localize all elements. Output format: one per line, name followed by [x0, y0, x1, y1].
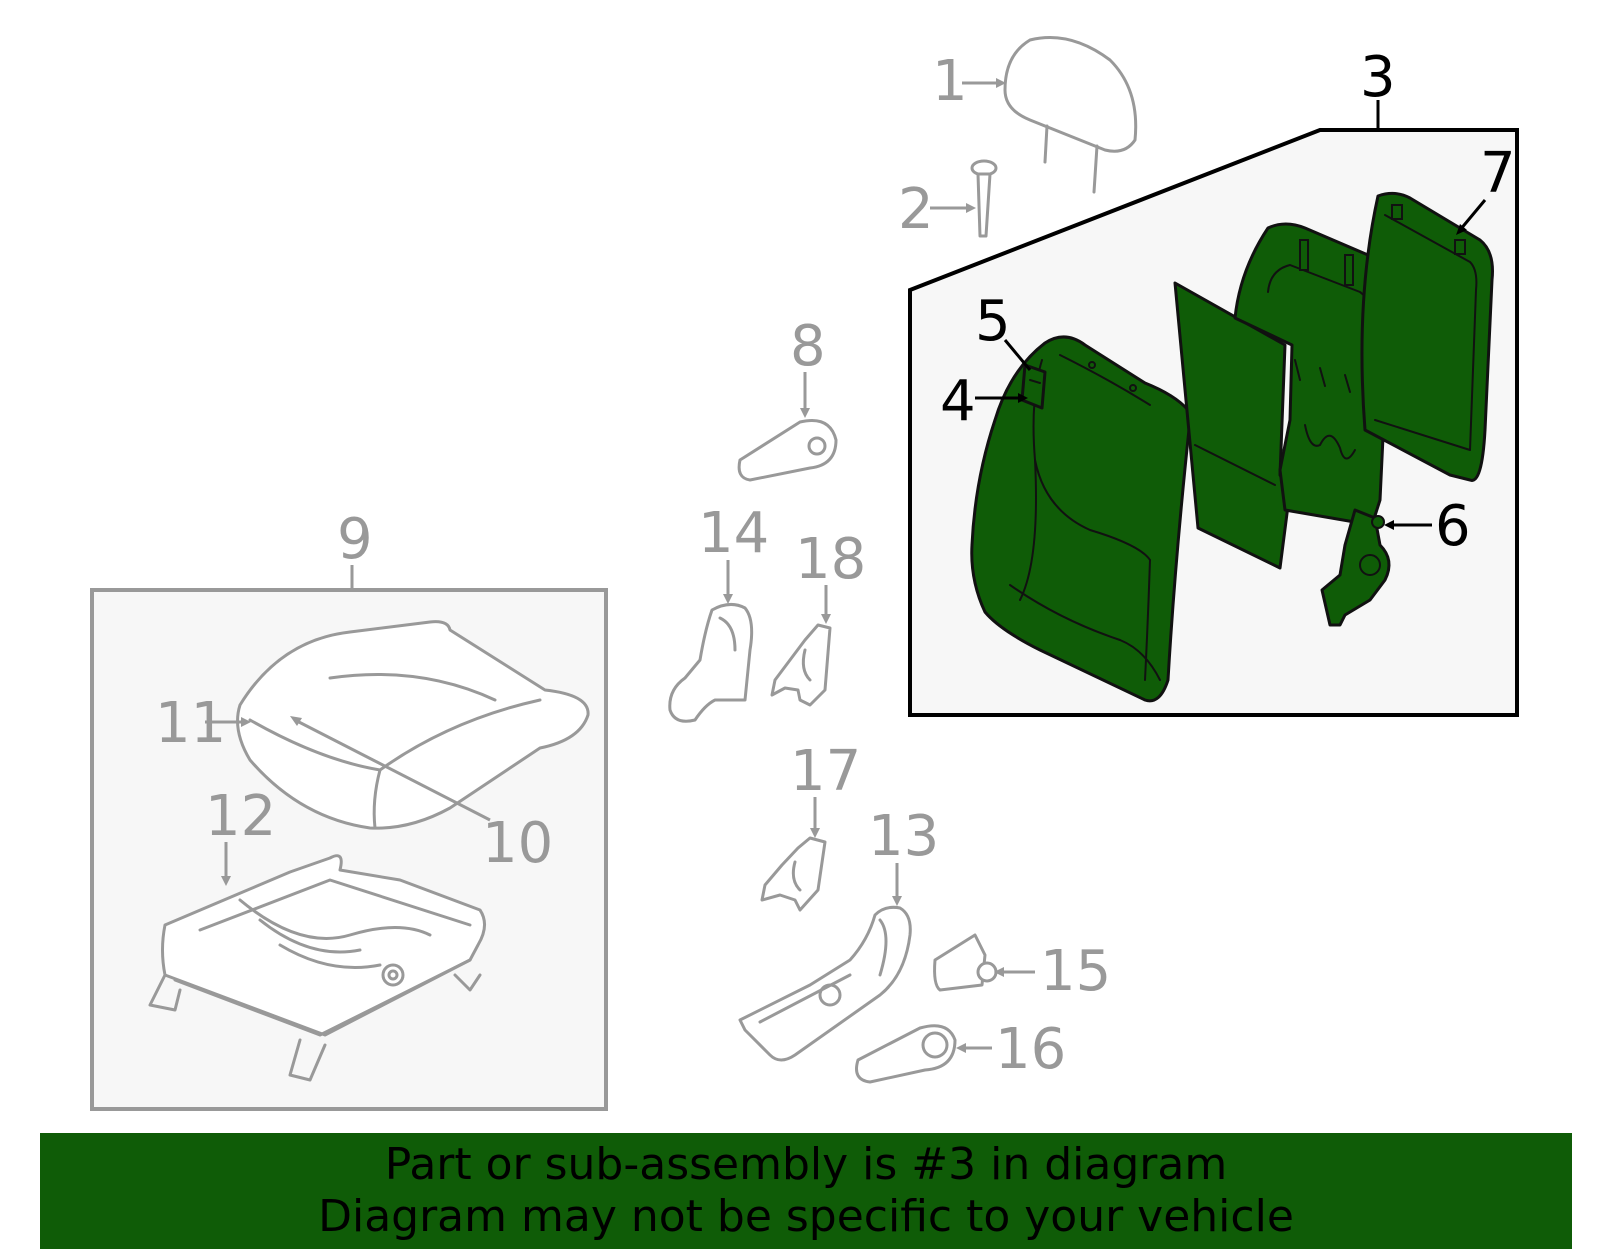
seat-frame[interactable]	[148, 854, 486, 1082]
callout-3: 3	[1360, 45, 1396, 110]
callout-4: 4	[940, 369, 976, 434]
callout-17: 17	[790, 739, 861, 804]
callout-5: 5	[975, 289, 1011, 354]
headrest[interactable]	[1003, 36, 1138, 194]
callout-7-leader	[1458, 199, 1487, 231]
recliner-lever[interactable]	[737, 419, 838, 482]
cover-trim-18[interactable]	[770, 623, 832, 707]
seat-cushion[interactable]	[236, 620, 590, 830]
callout-1: 1	[932, 49, 968, 114]
lever-16[interactable]	[855, 1024, 957, 1084]
callout-14: 14	[698, 501, 769, 566]
side-shield-lower[interactable]	[738, 905, 912, 1062]
callout-13: 13	[868, 804, 939, 869]
callout-10-leader	[294, 718, 491, 822]
callout-6: 6	[1435, 494, 1471, 559]
callout-10: 10	[482, 811, 553, 876]
knob-15[interactable]	[933, 933, 998, 992]
seatback-cover[interactable]	[970, 335, 1192, 703]
seat-bracket-clip[interactable]	[1020, 363, 1047, 410]
callout-16: 16	[995, 1017, 1066, 1082]
side-shield-upper[interactable]	[668, 603, 754, 723]
headrest-guide[interactable]	[970, 159, 998, 238]
callout-15: 15	[1040, 939, 1111, 1004]
banner-line-2: Diagram may not be specific to your vehi…	[318, 1191, 1294, 1242]
info-banner: Part or sub-assembly is #3 in diagram Di…	[40, 1133, 1572, 1249]
cover-trim-17[interactable]	[760, 836, 827, 912]
banner-line-1: Part or sub-assembly is #3 in diagram	[384, 1139, 1228, 1190]
callout-18: 18	[795, 527, 866, 592]
recliner-mechanism[interactable]	[1320, 508, 1391, 627]
callout-7: 7	[1480, 141, 1516, 206]
callout-12: 12	[205, 784, 276, 849]
callout-8: 8	[790, 314, 826, 379]
callout-5-leader	[1003, 339, 1032, 371]
seatback-back-panel[interactable]	[1360, 191, 1494, 482]
callout-9: 9	[337, 507, 373, 572]
callout-2: 2	[898, 177, 934, 242]
